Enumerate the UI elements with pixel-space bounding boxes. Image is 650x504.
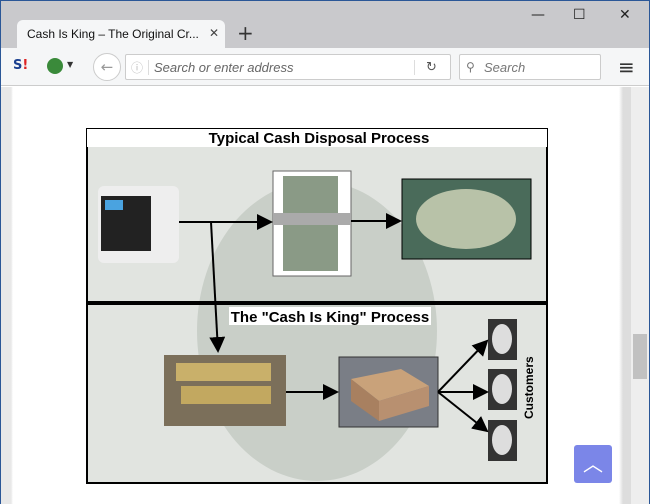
reload-icon[interactable]: ↻ bbox=[414, 59, 448, 75]
tab-active[interactable]: Cash Is King – The Original Cr... ✕ bbox=[17, 20, 225, 49]
menu-icon[interactable]: ≡ bbox=[618, 55, 635, 79]
close-tab-icon[interactable]: ✕ bbox=[208, 26, 220, 40]
address-bar[interactable]: ⓘ Search or enter address ↻ bbox=[125, 54, 451, 80]
new-tab-button[interactable]: + bbox=[237, 21, 254, 45]
minimize-button[interactable]: — bbox=[531, 7, 545, 23]
title-bar: Cash Is King – The Original Cr... ✕ + — ☐… bbox=[1, 1, 649, 49]
search-icon: ⚲ bbox=[466, 60, 475, 74]
scrollbar[interactable] bbox=[631, 87, 649, 504]
search-box[interactable]: ⚲ Search bbox=[459, 54, 601, 80]
scrollbar-thumb[interactable] bbox=[633, 334, 647, 379]
chevron-up-icon: ︿ bbox=[583, 452, 603, 476]
cash-process-figure: Typical Cash Disposal Process The "Cash … bbox=[86, 128, 548, 484]
nav-toolbar: S! ▼ ← ⓘ Search or enter address ↻ ⚲ Sear… bbox=[1, 48, 649, 86]
chevron-down-icon[interactable]: ▼ bbox=[67, 60, 74, 69]
si-extension-icon[interactable]: S! bbox=[13, 58, 29, 73]
info-icon[interactable]: ⓘ bbox=[130, 60, 143, 75]
close-window-button[interactable]: ✕ bbox=[619, 7, 631, 23]
title-cash-is-king-process: The "Cash Is King" Process bbox=[231, 309, 429, 326]
maximize-button[interactable]: ☐ bbox=[573, 7, 586, 23]
address-input[interactable]: Search or enter address bbox=[148, 59, 414, 75]
tab-title: Cash Is King – The Original Cr... bbox=[27, 27, 199, 41]
back-button[interactable]: ← bbox=[93, 53, 121, 81]
flow-arrows bbox=[179, 213, 489, 433]
tor-onion-icon[interactable] bbox=[47, 58, 63, 74]
search-input[interactable]: Search bbox=[484, 59, 526, 75]
customers-label: Customers bbox=[522, 356, 536, 419]
customer-mask-icons bbox=[488, 319, 517, 461]
page-content: Typical Cash Disposal Process The "Cash … bbox=[1, 87, 631, 504]
back-to-top-button[interactable]: ︿ bbox=[574, 445, 612, 483]
title-typical-process: Typical Cash Disposal Process bbox=[209, 130, 430, 147]
